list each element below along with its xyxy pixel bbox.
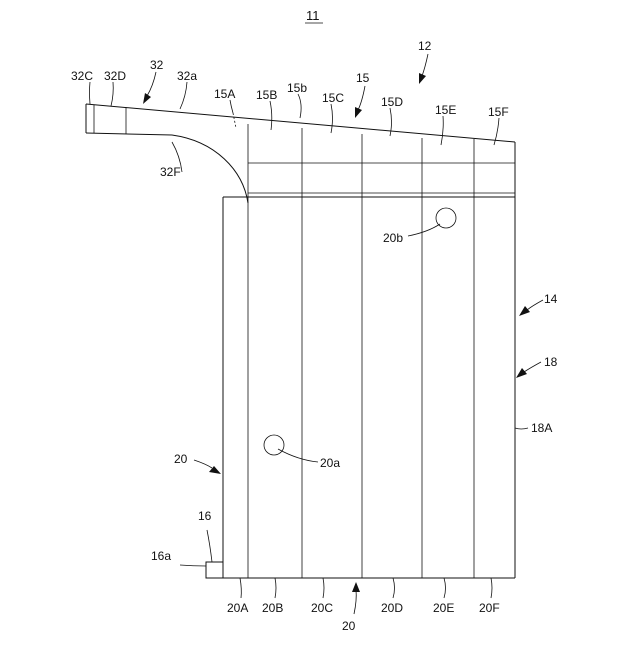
container-body <box>86 104 515 578</box>
label-20b-bottom: 20B <box>262 601 283 615</box>
hidden-line-15a <box>233 113 236 128</box>
hole-20a <box>264 435 284 455</box>
label-15d: 15D <box>381 95 403 109</box>
arrow-32-head <box>143 93 151 104</box>
leader-15d <box>390 108 392 136</box>
arrow-12-shaft <box>422 54 428 76</box>
leader-32a <box>180 82 187 109</box>
leader-32c <box>90 82 91 104</box>
arrow-15-head <box>355 107 362 118</box>
leader-15a <box>230 100 233 113</box>
leader-20a <box>278 449 318 462</box>
label-15e: 15E <box>435 103 456 117</box>
label-15c: 15C <box>322 91 344 105</box>
reference-labels: 12 32 32C 32D 32a 15 15b 15A 15B 15C 15D… <box>71 39 558 633</box>
label-20-side: 20 <box>174 452 188 466</box>
arrow-14-shaft <box>527 300 543 310</box>
label-32f: 32F <box>160 165 181 179</box>
leader-20e-bottom <box>444 578 446 598</box>
label-15b-small: 15b <box>287 81 307 95</box>
leader-15b-small <box>298 94 301 118</box>
leader-18a <box>515 428 528 429</box>
leader-lines <box>90 82 529 598</box>
flange-bottom-edge <box>86 133 172 135</box>
leader-16a <box>180 565 206 566</box>
label-20b: 20b <box>383 231 403 245</box>
label-15f: 15F <box>488 105 509 119</box>
label-15: 15 <box>356 71 370 85</box>
arrow-20-bottom-shaft <box>354 590 356 614</box>
flange-curve <box>172 135 248 203</box>
label-20d-bottom: 20D <box>381 601 403 615</box>
label-20-bottom: 20 <box>342 619 356 633</box>
arrow-14-head <box>519 306 530 316</box>
arrow-32-shaft <box>147 72 156 96</box>
leader-20a-bottom <box>240 578 241 598</box>
label-16a: 16a <box>151 549 171 563</box>
arrow-18-shaft <box>524 362 541 372</box>
leader-20c-bottom <box>323 578 324 598</box>
leader-15c <box>331 104 333 133</box>
label-16: 16 <box>198 509 212 523</box>
label-32c: 32C <box>71 69 93 83</box>
label-20f-bottom: 20F <box>479 601 500 615</box>
arrow-20-bottom-head <box>352 582 360 592</box>
label-32d: 32D <box>104 69 126 83</box>
leader-15b <box>270 101 272 130</box>
label-20c-bottom: 20C <box>311 601 333 615</box>
label-20a: 20a <box>320 456 340 470</box>
leader-20f-bottom <box>491 578 492 598</box>
label-32: 32 <box>150 58 164 72</box>
label-20a-bottom: 20A <box>227 601 248 615</box>
leader-20d-bottom <box>393 578 395 598</box>
label-18a: 18A <box>531 421 552 435</box>
label-32a: 32a <box>177 69 197 83</box>
leader-15e <box>441 116 443 145</box>
figure-number: 11 <box>306 8 320 23</box>
label-12: 12 <box>418 39 432 53</box>
reference-arrows <box>143 54 543 614</box>
leader-20b <box>408 224 440 236</box>
foot-16 <box>206 562 223 578</box>
arrow-18-head <box>516 368 527 378</box>
arrow-12-head <box>419 73 426 84</box>
leader-32d <box>111 82 113 106</box>
arrow-15-shaft <box>358 86 365 110</box>
label-15b: 15B <box>256 88 277 102</box>
leader-20b-bottom <box>275 578 276 598</box>
label-18: 18 <box>544 355 558 369</box>
arrow-20-side-shaft <box>194 460 212 468</box>
leader-16 <box>207 530 212 562</box>
label-20e-bottom: 20E <box>433 601 454 615</box>
label-14: 14 <box>544 292 558 306</box>
label-15a: 15A <box>214 87 235 101</box>
